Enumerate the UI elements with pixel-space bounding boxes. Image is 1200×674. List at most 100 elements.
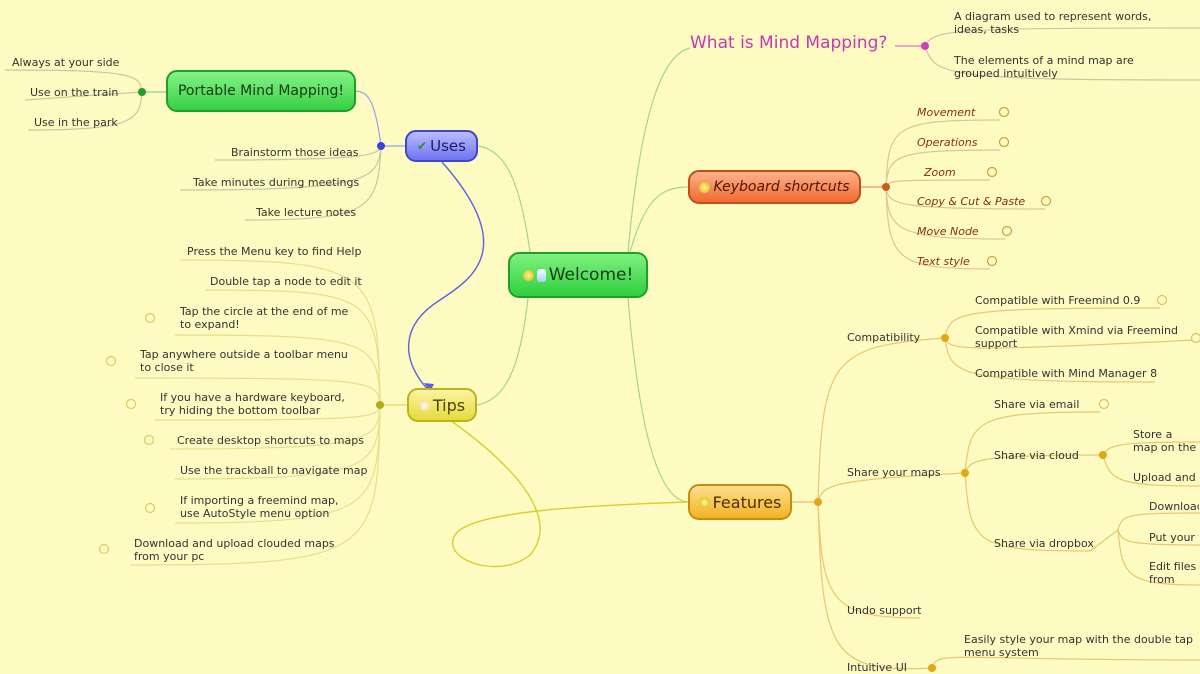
expand-kb-text: [986, 255, 998, 267]
leaf-kb-3[interactable]: Zoom: [924, 166, 956, 179]
leaf-uses-3[interactable]: Take lecture notes: [256, 206, 357, 219]
leaf-dropbox-2[interactable]: Put your files: [1149, 531, 1199, 544]
link-portable-item2: [24, 91, 143, 101]
leaf-tip-2[interactable]: Double tap a node to edit it: [210, 275, 362, 288]
node-tips[interactable]: Tips: [407, 388, 477, 422]
link-uses-portable: [355, 90, 382, 147]
expand-kb-zoom: [986, 166, 998, 178]
leaf-tip-1[interactable]: Press the Menu key to find Help: [187, 245, 362, 258]
link-root-keyboard: [629, 186, 689, 253]
link-uses-item3: [244, 145, 382, 221]
expand-compat-2: [1190, 332, 1200, 344]
link-feat-compat: [817, 337, 946, 503]
expand-share-email: [1098, 398, 1110, 410]
link-compat-i1: [944, 307, 1161, 339]
leaf-uses-1[interactable]: Brainstorm those ideas: [231, 146, 359, 159]
hub-uses: [377, 142, 385, 150]
leaf-intuitive-1[interactable]: Easily style your map with the double ta…: [964, 633, 1193, 659]
link-root-features: [627, 297, 689, 503]
leaf-portable-1[interactable]: Always at your side: [12, 56, 120, 69]
leaf-kb-4[interactable]: Copy & Cut & Paste: [917, 195, 1026, 208]
portable-label: Portable Mind Mapping!: [177, 83, 345, 99]
leaf-tip-4[interactable]: Tap anywhere outside a toolbar menu to c…: [140, 348, 348, 374]
expand-tip-6: [143, 434, 155, 446]
leaf-tip-3[interactable]: Tap the circle at the end of me to expan…: [180, 305, 349, 331]
leaf-share-dropbox[interactable]: Share via dropbox: [994, 537, 1094, 550]
root-node-welcome[interactable]: Welcome!: [508, 252, 648, 298]
leaf-what-1[interactable]: A diagram used to represent words, ideas…: [954, 10, 1152, 36]
leaf-tip-8[interactable]: If importing a freemind map, use AutoSty…: [180, 494, 339, 520]
link-what-i2: [924, 45, 1200, 81]
expand-tip-8: [144, 502, 156, 514]
hub-compat: [941, 334, 949, 342]
leaf-tip-6[interactable]: Create desktop shortcuts to maps: [177, 434, 364, 447]
leaf-undo-support[interactable]: Undo support: [847, 604, 922, 617]
what-label: What is Mind Mapping?: [690, 33, 888, 53]
link-uses-item2: [179, 145, 382, 191]
expand-compat-1: [1156, 294, 1168, 306]
lightbulb-icon: [418, 399, 430, 411]
leaf-cloud-2[interactable]: Upload and download: [1133, 471, 1199, 484]
tips-label: Tips: [432, 395, 466, 415]
expand-tip-4: [105, 355, 117, 367]
expand-tip-5: [125, 398, 137, 410]
link-tips-i1: [179, 259, 381, 406]
features-label: Features: [712, 492, 782, 512]
link-root-what: [627, 47, 691, 253]
link-dropbox-stem: [1089, 529, 1119, 552]
leaf-kb-2[interactable]: Operations: [917, 136, 978, 149]
link-root-uses: [477, 145, 531, 253]
hub-share: [961, 469, 969, 477]
node-features[interactable]: Features: [688, 484, 792, 520]
link-share-cloud: [964, 454, 1104, 474]
leaf-portable-2[interactable]: Use on the train: [30, 86, 119, 99]
hub-what: [921, 42, 929, 50]
hub-portable: [138, 88, 146, 96]
leaf-what-2[interactable]: The elements of a mind map are grouped i…: [954, 54, 1134, 80]
node-uses[interactable]: ✔ Uses: [405, 130, 478, 162]
leaf-compat-3[interactable]: Compatible with Mind Manager 8: [975, 367, 1158, 380]
leaf-kb-5[interactable]: Move Node: [917, 225, 979, 238]
star-icon: [699, 181, 711, 193]
link-share-email: [964, 411, 1101, 474]
leaf-portable-3[interactable]: Use in the park: [34, 116, 118, 129]
link-intuitive-i1: [931, 656, 1200, 669]
link-tips-i5: [154, 404, 381, 421]
link-dropbox-i3: [1117, 529, 1200, 586]
check-icon: ✔: [417, 139, 428, 153]
link-feat-share: [817, 472, 966, 503]
link-tips-i3: [174, 334, 381, 406]
link-compat-i3: [944, 337, 1156, 383]
link-portable-item1: [4, 69, 143, 93]
leaf-kb-1[interactable]: Movement: [917, 106, 976, 119]
node-portable-mind-mapping[interactable]: Portable Mind Mapping!: [166, 70, 356, 112]
leaf-share-maps[interactable]: Share your maps: [847, 466, 941, 479]
leaf-tip-5[interactable]: If you have a hardware keyboard, try hid…: [160, 391, 345, 417]
root-label: Welcome!: [548, 265, 634, 285]
link-uses-tips-curve: [408, 161, 485, 393]
leaf-compat-2[interactable]: Compatible with Xmind via Freemind suppo…: [975, 324, 1178, 350]
leaf-compat-1[interactable]: Compatible with Freemind 0.9: [975, 294, 1141, 307]
leaf-dropbox-1[interactable]: Download: [1149, 500, 1199, 513]
node-keyboard-shortcuts[interactable]: Keyboard shortcuts: [688, 170, 861, 204]
leaf-cloud-1[interactable]: Store a map on the cloud for your friend…: [1133, 428, 1197, 456]
bulb-icon: [536, 268, 546, 282]
leaf-tip-7[interactable]: Use the trackball to navigate map: [180, 464, 368, 477]
link-share-dropbox: [964, 472, 1091, 552]
uses-label: Uses: [430, 137, 466, 155]
leaf-share-email[interactable]: Share via email: [994, 398, 1080, 411]
leaf-intuitive-ui[interactable]: Intuitive UI: [847, 661, 907, 674]
node-what-is-mind-mapping[interactable]: What is Mind Mapping?: [690, 33, 887, 53]
leaf-compatibility[interactable]: Compatibility: [847, 331, 921, 344]
star-icon: [698, 496, 710, 508]
link-dropbox-i1: [1117, 512, 1200, 531]
leaf-tip-9[interactable]: Download and upload clouded maps from yo…: [134, 537, 335, 563]
leaf-dropbox-3[interactable]: Edit files from DropBox account: [1149, 560, 1197, 588]
leaf-kb-6[interactable]: Text style: [917, 255, 970, 268]
leaf-uses-2[interactable]: Take minutes during meetings: [193, 176, 360, 189]
hub-intuitive: [928, 664, 936, 672]
leaf-share-cloud[interactable]: Share via cloud: [994, 449, 1079, 462]
hub-cloud: [1099, 451, 1107, 459]
